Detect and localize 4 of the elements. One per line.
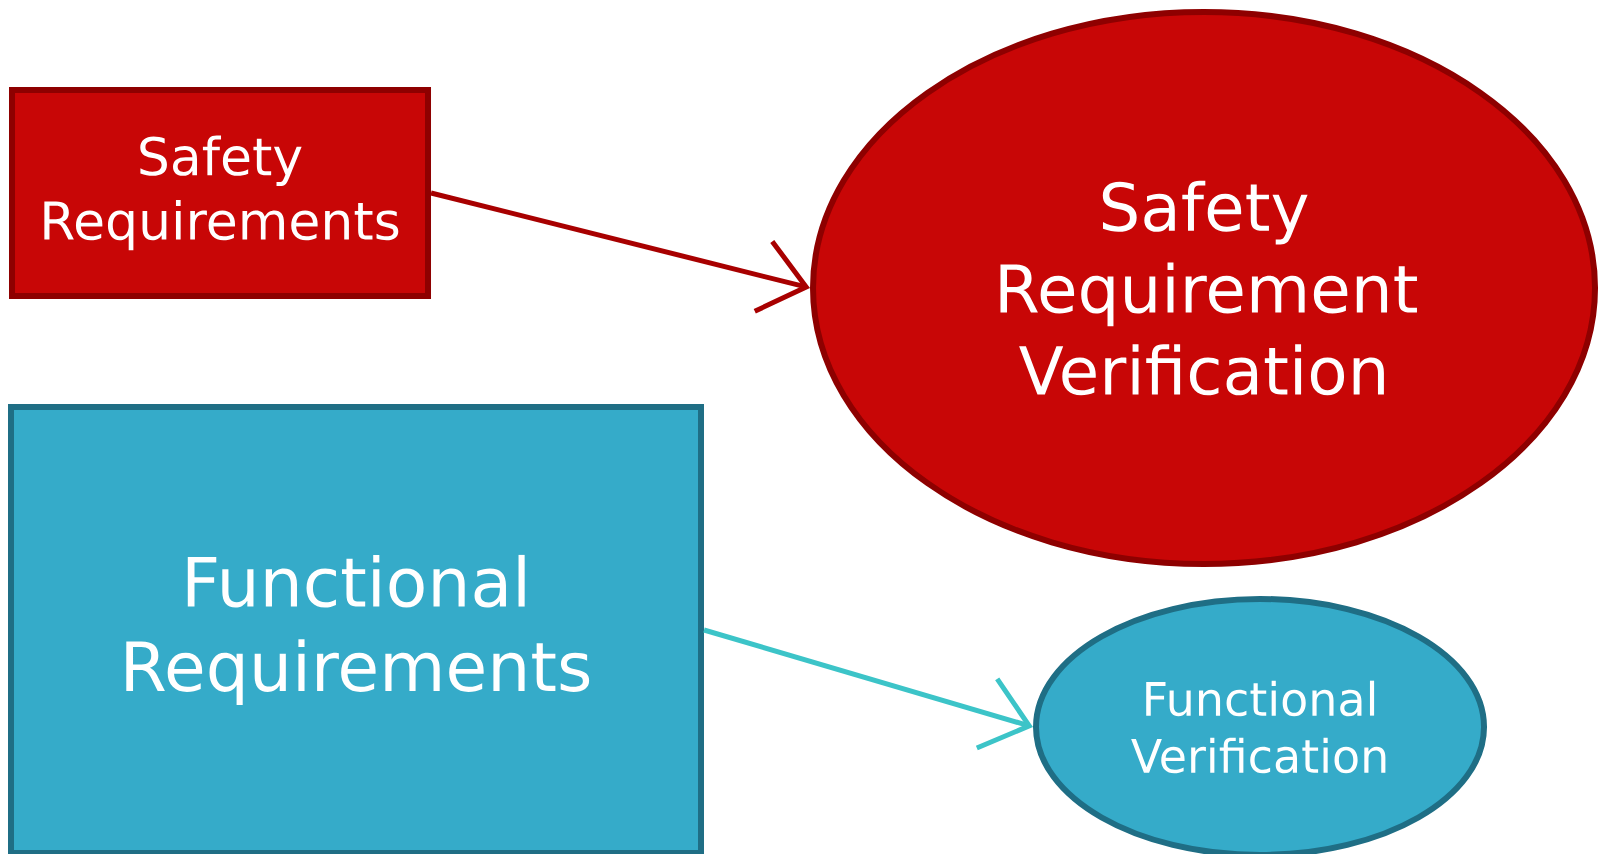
requirement-box: Safety Requirements <box>9 87 431 299</box>
arrow <box>430 190 810 314</box>
requirement-box: Functional Requirements <box>8 404 704 854</box>
arrow <box>703 627 1033 751</box>
